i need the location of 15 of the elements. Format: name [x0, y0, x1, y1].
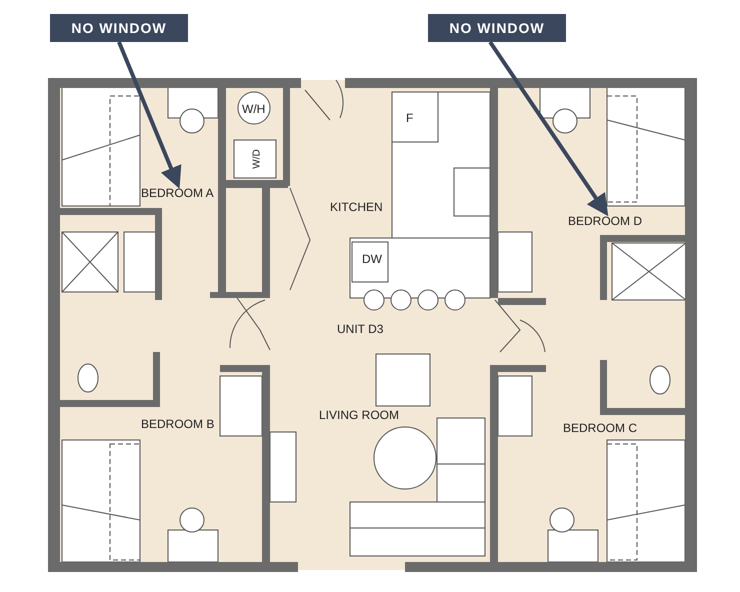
room-label: BEDROOM B: [141, 417, 214, 431]
room-label: DW: [362, 252, 382, 266]
room-label: F: [406, 111, 414, 125]
room-label: W/D: [250, 149, 264, 169]
arrow: [488, 40, 608, 216]
arrow: [117, 41, 182, 189]
room-label: BEDROOM D: [568, 214, 644, 228]
room-label: W/H: [242, 102, 266, 116]
callout-label: NO WINDOW: [428, 14, 566, 42]
room-label: LIVING ROOM: [319, 408, 400, 422]
room-label: UNIT D3: [337, 322, 384, 336]
callout-label: NO WINDOW: [50, 14, 188, 42]
room-label: BEDROOM A: [141, 186, 215, 200]
room-label: BEDROOM C: [563, 421, 638, 435]
room-label: KITCHEN: [330, 200, 383, 214]
